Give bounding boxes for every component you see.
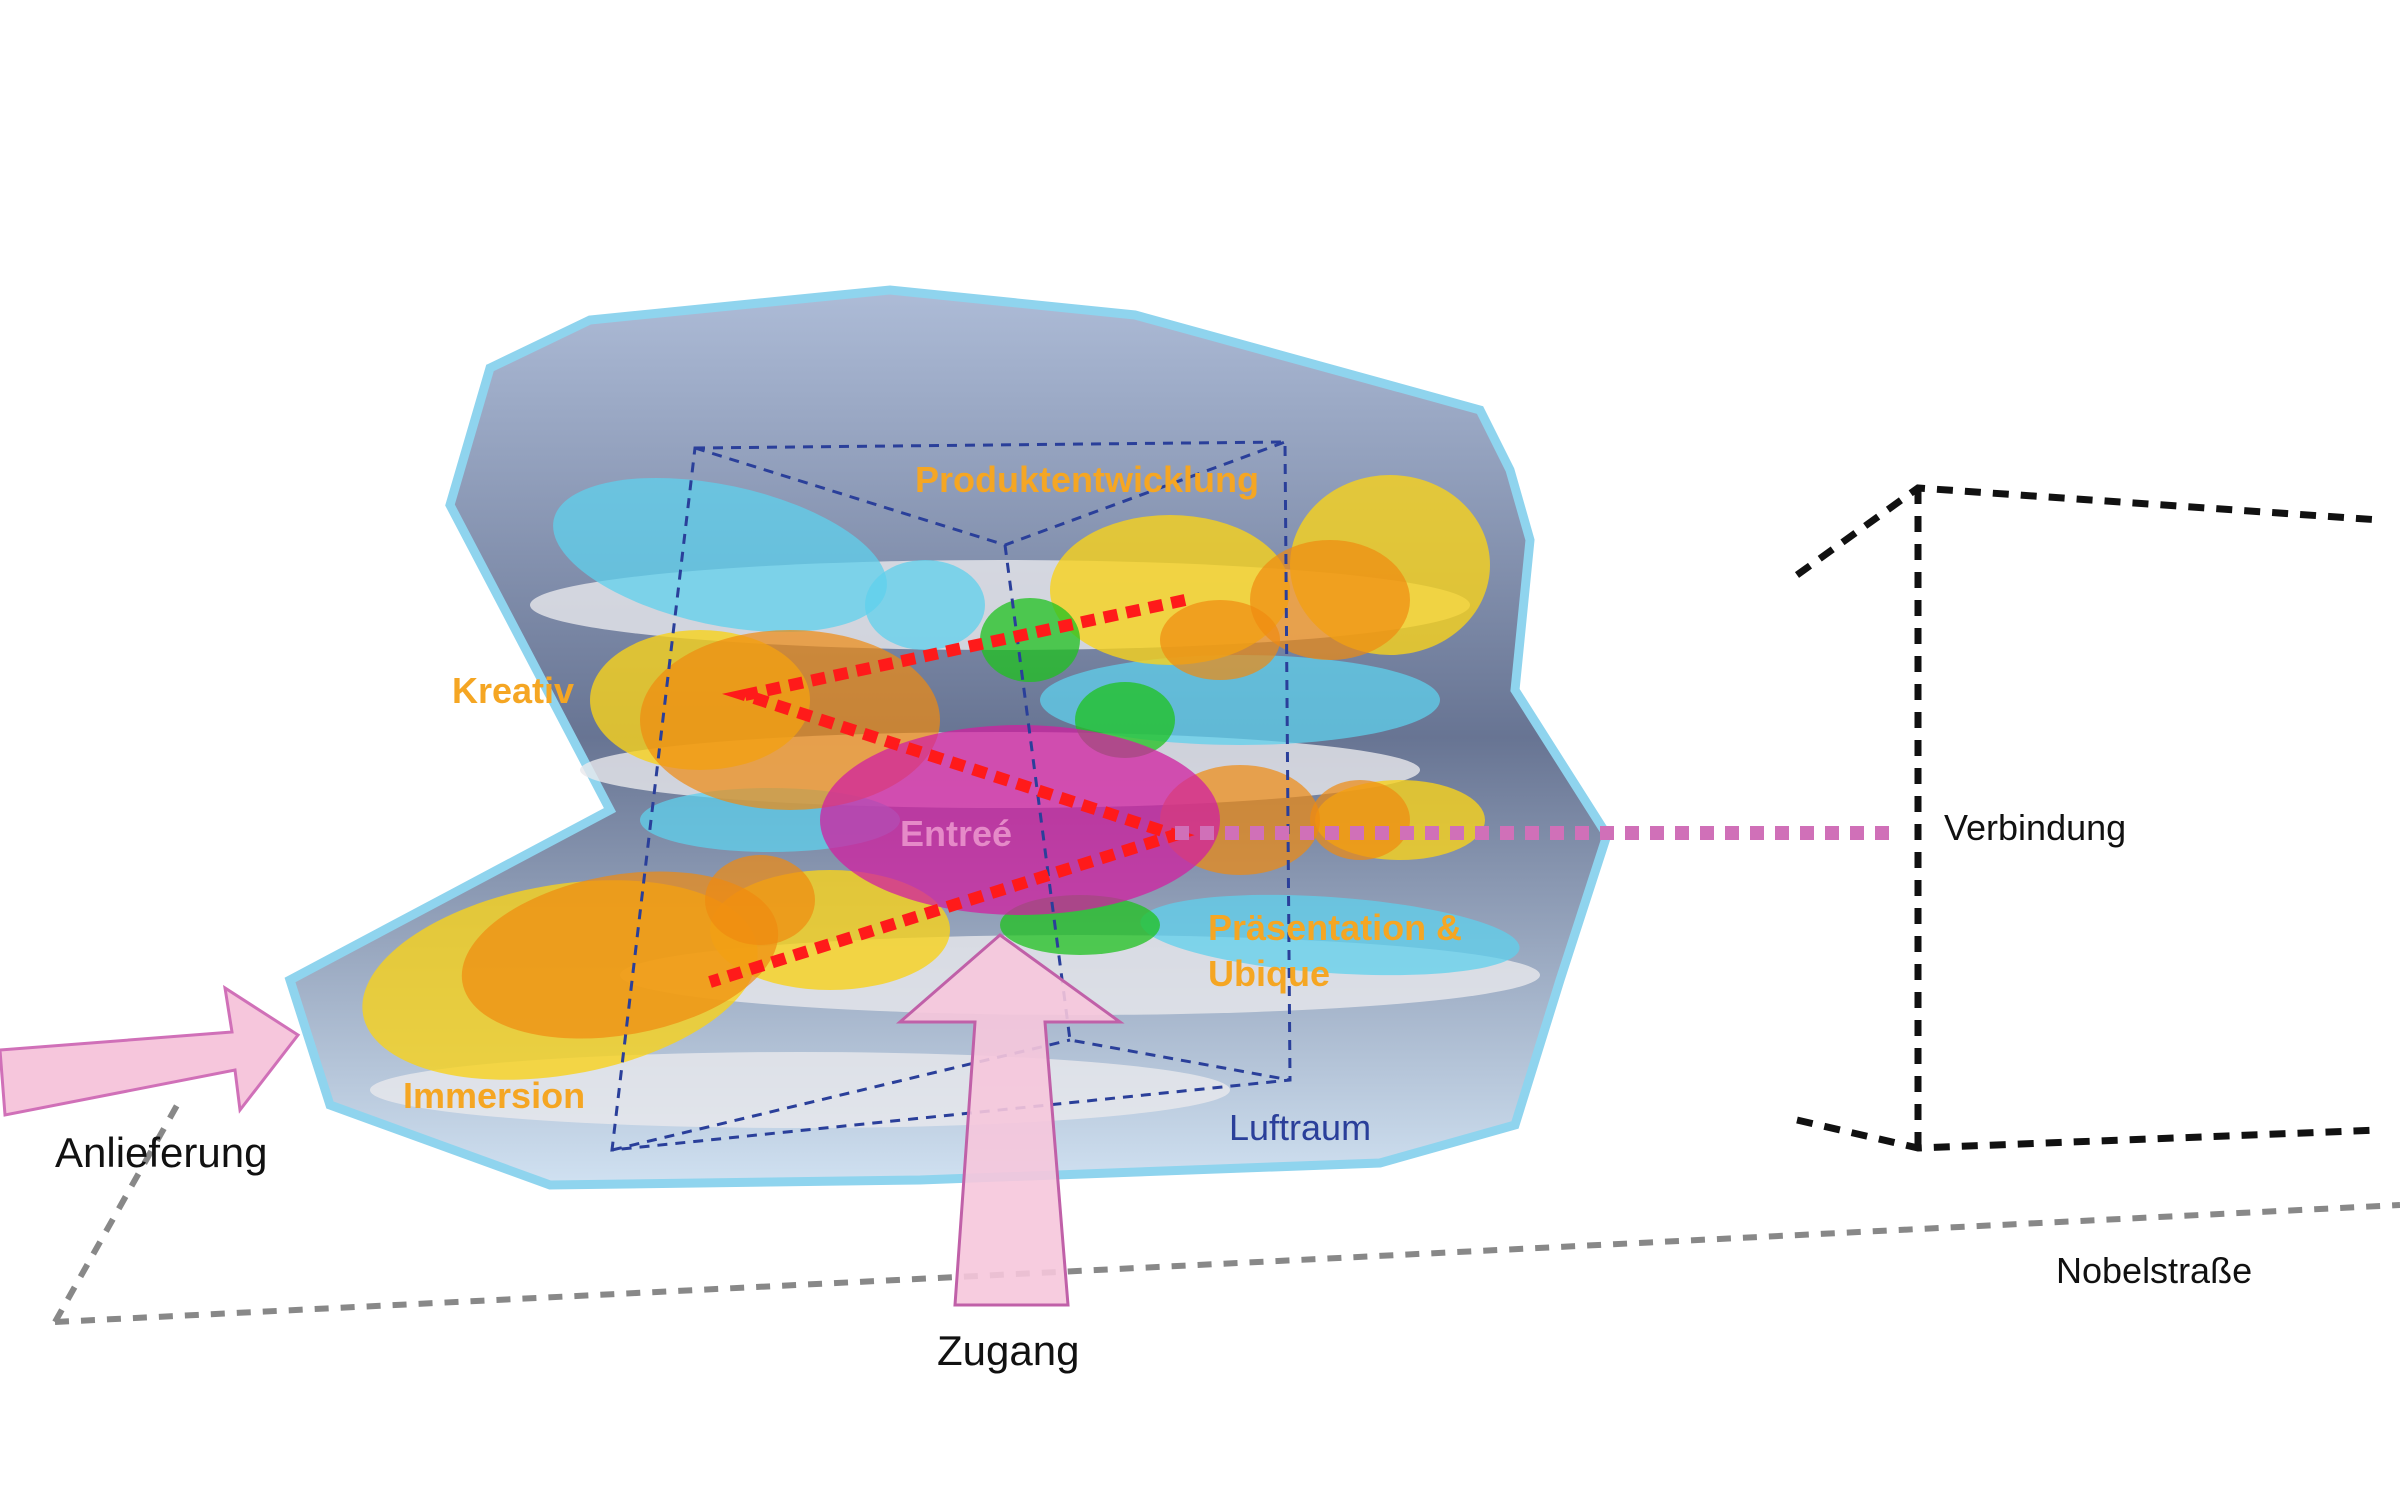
label-immersion: Immersion <box>403 1075 585 1116</box>
label-luftraum: Luftraum <box>1229 1107 1371 1148</box>
label-zugang: Zugang <box>937 1327 1079 1374</box>
label-kreativ: Kreativ <box>452 670 574 711</box>
label-ubique: Ubique <box>1208 953 1330 994</box>
label-nobelstrasse: Nobelstraße <box>2056 1250 2252 1291</box>
circulation-path <box>708 594 1195 988</box>
zugang-arrow <box>895 933 1125 1307</box>
label-praesentation: Präsentation & <box>1208 907 1462 948</box>
label-entree: Entreé <box>900 813 1012 854</box>
luftraum-void-outline <box>610 440 1292 1152</box>
delivery-path-line <box>52 1098 183 1324</box>
label-anlieferung: Anlieferung <box>55 1129 267 1176</box>
label-produktentwicklung: Produktentwicklung <box>915 459 1259 500</box>
label-verbindung: Verbindung <box>1944 807 2126 848</box>
street-line <box>54 1202 2400 1325</box>
neighbour-building-outline <box>1794 484 2381 1152</box>
cyan-volumes <box>553 477 1520 976</box>
entree-volume <box>820 725 1220 915</box>
anlieferung-arrow <box>0 984 301 1117</box>
